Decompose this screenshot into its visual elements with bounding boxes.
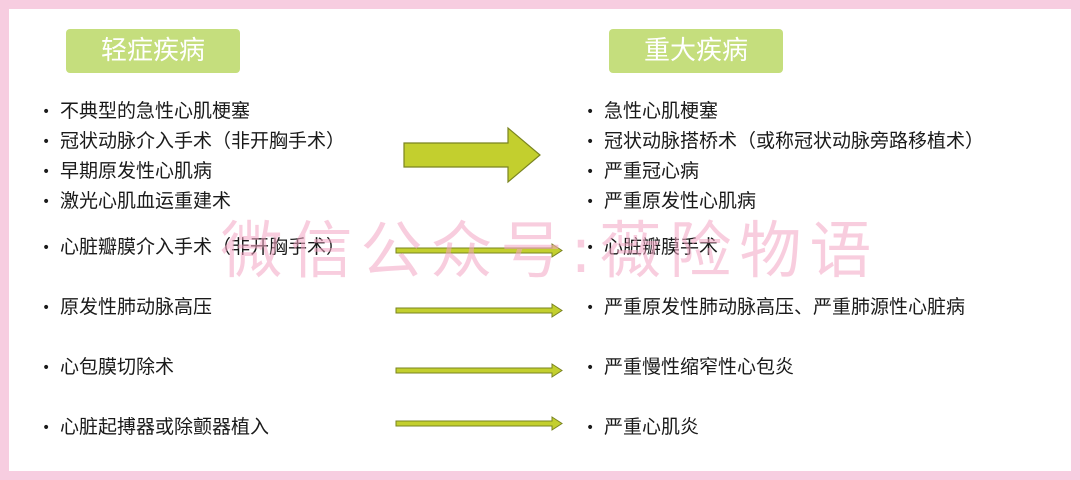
header-critical-illness: 重大疾病 <box>609 29 783 73</box>
left-item: •原发性肺动脉高压 <box>42 294 212 321</box>
left-item: •早期原发性心肌病 <box>42 158 212 185</box>
right-item: •严重心肌炎 <box>586 414 699 441</box>
left-item: •冠状动脉介入手术（非开胸手术） <box>42 128 345 155</box>
header-mild-illness: 轻症疾病 <box>66 29 240 73</box>
bullet-icon: • <box>42 359 51 376</box>
bullet-icon: • <box>42 103 51 120</box>
bullet-icon: • <box>42 299 51 316</box>
bullet-icon: • <box>586 133 595 150</box>
bullet-icon: • <box>42 133 51 150</box>
bullet-icon: • <box>586 163 595 180</box>
thin-arrow-icon <box>395 416 563 431</box>
bullet-icon: • <box>586 299 595 316</box>
right-item: •严重冠心病 <box>586 158 699 185</box>
bullet-icon: • <box>586 103 595 120</box>
bullet-icon: • <box>586 359 595 376</box>
bullet-icon: • <box>586 419 595 436</box>
left-item: •心包膜切除术 <box>42 354 174 381</box>
left-item: •心脏起搏器或除颤器植入 <box>42 414 269 441</box>
right-item: •严重原发性肺动脉高压、严重肺源性心脏病 <box>586 294 965 321</box>
thin-arrow-icon <box>395 303 563 318</box>
left-item: •激光心肌血运重建术 <box>42 188 231 215</box>
content-panel: 轻症疾病 重大疾病 •不典型的急性心肌梗塞 •冠状动脉介入手术（非开胸手术） •… <box>9 9 1071 471</box>
bullet-icon: • <box>42 239 51 256</box>
bullet-icon: • <box>42 163 51 180</box>
thin-arrow-icon <box>395 243 563 258</box>
right-item: •严重慢性缩窄性心包炎 <box>586 354 794 381</box>
right-item: •心脏瓣膜手术 <box>586 234 718 261</box>
left-item: •心脏瓣膜介入手术（非开胸手术） <box>42 234 345 261</box>
right-item: •冠状动脉搭桥术（或称冠状动脉旁路移植术） <box>586 128 984 155</box>
thin-arrow-icon <box>395 363 563 378</box>
left-item: •不典型的急性心肌梗塞 <box>42 98 250 125</box>
bullet-icon: • <box>42 193 51 210</box>
right-item: •急性心肌梗塞 <box>586 98 718 125</box>
bullet-icon: • <box>42 419 51 436</box>
bullet-icon: • <box>586 193 595 210</box>
big-arrow-icon <box>403 126 541 184</box>
bullet-icon: • <box>586 239 595 256</box>
right-item: •严重原发性心肌病 <box>586 188 756 215</box>
